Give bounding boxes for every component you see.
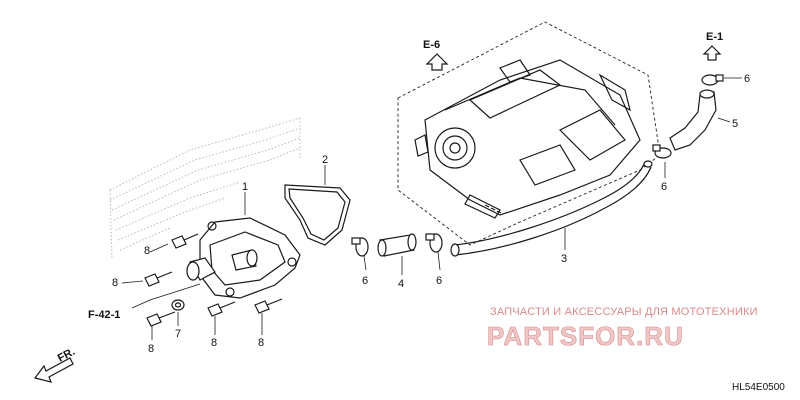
o-ring-gasket bbox=[284, 184, 351, 246]
ref-e1-label: E-1 bbox=[706, 31, 723, 43]
water-hose-upper bbox=[669, 89, 717, 151]
bolts bbox=[144, 233, 283, 327]
watermark-brand: PARTSFOR.RU bbox=[487, 321, 684, 351]
callout-part-7: 7 bbox=[175, 328, 181, 340]
ref-front-label: FR. bbox=[56, 346, 77, 365]
diagram-code: HL54E0500 bbox=[732, 382, 785, 393]
e6-arrow-icon bbox=[425, 53, 449, 71]
callout-part-8-low-mid: 8 bbox=[211, 337, 217, 349]
callout-part-2: 2 bbox=[322, 154, 328, 166]
watermark-tagline: ЗАПЧАСТИ И АКСЕССУАРЫ ДЛЯ МОТОТЕХНИКИ bbox=[490, 306, 758, 318]
hose-clamps bbox=[351, 74, 724, 257]
callout-part-3: 3 bbox=[561, 253, 567, 265]
ref-e6-label: E-6 bbox=[423, 39, 440, 51]
water-hose-long bbox=[450, 160, 653, 257]
e1-arrow-icon bbox=[702, 45, 722, 61]
frame-hatch bbox=[109, 117, 301, 261]
callout-part-4: 4 bbox=[398, 278, 404, 290]
callout-part-8-low-left: 8 bbox=[148, 343, 154, 355]
callout-part-5: 5 bbox=[732, 118, 738, 130]
callout-part-1: 1 bbox=[242, 181, 248, 193]
water-hose-short bbox=[377, 233, 417, 257]
front-arrow-icon bbox=[33, 357, 74, 383]
callout-part-6-top: 6 bbox=[744, 73, 750, 85]
callout-part-6-mid: 6 bbox=[661, 181, 667, 193]
ref-f42-label: F-42-1 bbox=[88, 309, 120, 321]
callout-part-6-left-clamp: 6 bbox=[362, 275, 368, 287]
sealing-washer bbox=[171, 299, 185, 311]
callout-part-6-right-clamp: 6 bbox=[436, 275, 442, 287]
leader-lines bbox=[121, 77, 742, 340]
callout-part-8-low-right: 8 bbox=[258, 337, 264, 349]
water-pump-cover bbox=[186, 217, 301, 299]
callout-part-8-upper: 8 bbox=[144, 245, 150, 257]
callout-part-8-mid: 8 bbox=[112, 277, 118, 289]
